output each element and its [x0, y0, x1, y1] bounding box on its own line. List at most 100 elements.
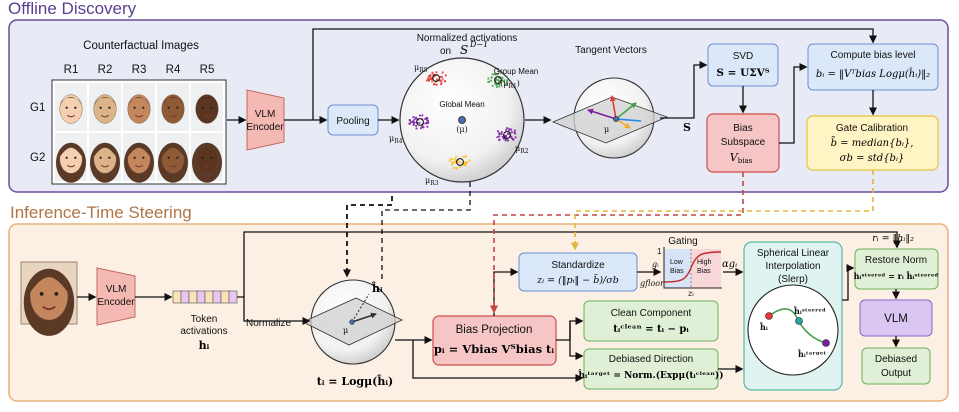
inference-vlm-encoder-label-2: Encoder: [97, 297, 135, 308]
face-row-G1: G1: [30, 102, 45, 114]
tangent-vector-purple: [587, 108, 617, 120]
face-G1-R2: [93, 94, 117, 124]
offline-title: Offline Discovery: [8, 0, 137, 18]
slerp-title-1: Spherical Linear: [757, 248, 830, 259]
face-G2-R1: [56, 142, 86, 183]
gating-axes: [663, 247, 722, 289]
cluster-2: [487, 73, 509, 89]
input-face-portrait: [23, 268, 75, 336]
gate-title: Gate Calibration: [836, 123, 908, 134]
face-row-G2: G2: [30, 152, 45, 164]
arrow-clean-to-debiased: [569, 321, 584, 360]
token-cell-3: [188, 290, 198, 304]
face-column-R2: R2: [98, 64, 113, 76]
arrow-tokens-to-restore: [243, 231, 901, 297]
face-G2-R5: [192, 142, 222, 183]
standardize-formula: zᵢ = (‖pᵢ‖ − b̃)/σb: [536, 273, 619, 286]
gate-formula-2: σb = std{bᵢ}: [840, 153, 905, 164]
arrow-encoder-to-compute: [312, 28, 877, 120]
s-label: S: [683, 121, 691, 134]
mu-r3-label: μR3: [425, 176, 439, 187]
clean-component-box: [583, 300, 719, 342]
inference-h-hat-label: ĥᵢ: [371, 281, 383, 295]
cluster-1: [425, 71, 447, 86]
token-label-1: Token: [191, 314, 218, 325]
token-label-2: activations: [180, 326, 227, 337]
bias-subspace-line2: Subspace: [721, 137, 766, 148]
debiased-dir-title: Debiased Direction: [609, 354, 694, 365]
gating-high-region: [691, 249, 721, 288]
debiased-output-1: Debiased: [875, 354, 917, 365]
tangent-mu-point: [613, 116, 619, 122]
tangent-plane: [551, 96, 669, 144]
pooling-label: Pooling: [336, 116, 369, 127]
mu-r5-label: μR5: [414, 63, 428, 74]
dashed-bias-to-projection: [490, 172, 744, 314]
arrow-bias-to-compute: [779, 63, 808, 144]
mu-r4-label: μR4: [389, 134, 403, 145]
slerp-h-label: ĥᵢ: [759, 322, 768, 332]
bias-subspace-line1: Bias: [733, 123, 752, 134]
offline-vlm-encoder-label-2: Encoder: [246, 122, 284, 133]
token-cell-7: [220, 290, 230, 304]
activation-clusters: [408, 71, 517, 170]
slerp-target-point: [822, 339, 830, 347]
arrow-tangent-to-svd: [660, 61, 708, 119]
gating-g: gᵢ: [652, 260, 659, 269]
log-formula: tᵢ = Logμ(ĥᵢ): [317, 374, 393, 388]
global-mean-symbol: (μ): [456, 125, 467, 134]
face-G2-R4: [158, 142, 188, 183]
normalized-title: Normalized activations: [417, 33, 518, 44]
face-column-R5: R5: [200, 64, 215, 76]
face-G1-R1: [59, 94, 83, 124]
clean-formula: tᵢᶜˡᵉᵃⁿ = tᵢ − pᵢ: [613, 324, 689, 335]
face-G1-R4: [161, 94, 185, 124]
token-symbol: hᵢ: [199, 339, 210, 352]
normalized-on: on: [440, 46, 451, 57]
gating-curve: [663, 251, 722, 283]
cluster-mean-4: [503, 131, 511, 139]
token-cell-2: [180, 290, 190, 304]
face-G2-R3: [124, 142, 154, 183]
tangent-vector-blue: [615, 118, 642, 122]
debiased-output-2: Output: [881, 368, 911, 379]
gating-z: zᵢ: [687, 289, 694, 298]
tangent-vector-green: [615, 102, 637, 120]
alpha-g-label: αgᵢ: [722, 259, 737, 270]
standardize-title: Standardize: [551, 260, 605, 271]
cluster-4: [496, 126, 517, 142]
bias-subspace-symbol: Vbias: [730, 151, 753, 165]
dashed-global-mean-to-sphere: [343, 196, 393, 278]
inference-mu-label: μ: [343, 326, 348, 335]
slerp-target-label: ĥᵢᵗᵃʳᵍᵉᵗ: [797, 349, 826, 359]
gate-formula-1: b̃ = median{bᵢ},: [831, 136, 914, 149]
token-cell-4: [196, 290, 206, 304]
gating-low-2: Bias: [670, 268, 684, 275]
inference-h-hat-vector: [351, 293, 370, 323]
vlm-label: VLM: [884, 313, 908, 325]
slerp-title-3: (Slerp): [778, 274, 808, 285]
gating-one: 1: [657, 247, 662, 256]
inference-vlm-encoder: [96, 267, 136, 326]
offline-vlm-encoder-label-1: VLM: [255, 109, 276, 120]
inference-vlm-encoder-label-1: VLM: [106, 284, 127, 295]
cluster-mean-3: [416, 118, 424, 126]
face-G1-R5: [195, 94, 219, 124]
cluster-mean-1: [432, 74, 440, 82]
bias-projection-title: Bias Projection: [456, 324, 533, 336]
gating-high-1: High: [697, 259, 712, 266]
face-G1-R3: [127, 94, 151, 124]
normalize-label: Normalize: [246, 318, 291, 329]
face-column-R4: R4: [166, 64, 181, 76]
compute-bias-title: Compute bias level: [830, 50, 915, 61]
dashed-gate-to-standardize: [571, 170, 874, 251]
slerp-steered-point: [795, 317, 803, 325]
normalized-sphere-sup: D−1: [469, 40, 488, 49]
tangent-vector-red: [609, 95, 617, 120]
global-mean-label: Global Mean: [439, 100, 484, 109]
face-column-R1: R1: [64, 64, 79, 76]
cluster-3: [408, 114, 430, 130]
gating-gfloor: gfloor: [640, 279, 665, 288]
compute-bias-formula: bᵢ = ‖Vᵀbias Logμ(ĥᵢ)‖₂: [816, 68, 930, 80]
